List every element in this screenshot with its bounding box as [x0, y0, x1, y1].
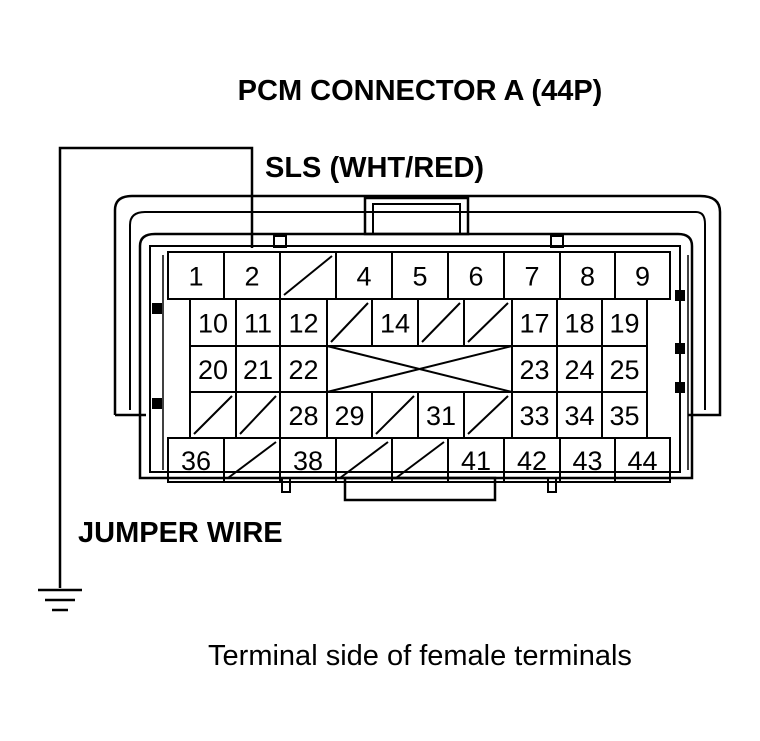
empty-slash [283, 255, 333, 296]
terminal-number: 6 [468, 262, 483, 292]
empty-slash [330, 302, 369, 343]
diagram-title: PCM CONNECTOR A (44P) [238, 75, 603, 107]
jumper-wire-label: JUMPER WIRE [78, 517, 283, 549]
terminal-number: 28 [288, 401, 318, 431]
terminal-number: 41 [461, 446, 491, 476]
terminal-number: 44 [627, 446, 657, 476]
empty-slash [193, 395, 233, 435]
empty-slash [421, 302, 461, 343]
empty-slash [239, 395, 277, 435]
terminal-number: 14 [380, 309, 410, 339]
terminal-number: 31 [426, 401, 456, 431]
terminal-number: 42 [517, 446, 547, 476]
terminal-number: 34 [564, 401, 594, 431]
terminal-number: 24 [564, 355, 594, 385]
terminal-number: 18 [564, 309, 594, 339]
empty-slash [467, 395, 509, 435]
terminal-number: 12 [288, 309, 318, 339]
jumper-wire [58, 146, 254, 588]
connector-housing [113, 194, 722, 502]
terminal-number: 8 [580, 262, 595, 292]
terminal-number: 33 [519, 401, 549, 431]
bottom-tab [343, 476, 497, 502]
terminal-number: 21 [243, 355, 273, 385]
terminal-number: 17 [519, 309, 549, 339]
terminal-number: 11 [244, 309, 272, 339]
terminal-number: 4 [356, 262, 371, 292]
terminal-number: 1 [188, 262, 203, 292]
terminal-number: 35 [609, 401, 639, 431]
terminal-cavity [614, 437, 671, 483]
terminal-number: 19 [609, 309, 639, 339]
terminal-number: 7 [524, 262, 539, 292]
empty-slash [395, 441, 445, 479]
terminal-number: 38 [293, 446, 323, 476]
empty-slash [467, 302, 509, 343]
terminal-number: 43 [572, 446, 602, 476]
terminal-number: 22 [288, 355, 318, 385]
terminal-number: 9 [635, 262, 650, 292]
empty-slash [227, 441, 277, 479]
terminal-number: 25 [609, 355, 639, 385]
empty-slash [375, 395, 415, 435]
terminal-number: 23 [519, 355, 549, 385]
terminal-number: 36 [181, 446, 211, 476]
terminal-number: 29 [334, 401, 364, 431]
terminal-number: 10 [198, 309, 228, 339]
terminal-number: 2 [244, 262, 259, 292]
terminal-number: 5 [412, 262, 427, 292]
empty-slash [339, 441, 389, 479]
caption: Terminal side of female terminals [208, 640, 632, 672]
ground-icon [38, 588, 82, 612]
terminal-number: 20 [198, 355, 228, 385]
wire-label: SLS (WHT/RED) [265, 152, 484, 184]
